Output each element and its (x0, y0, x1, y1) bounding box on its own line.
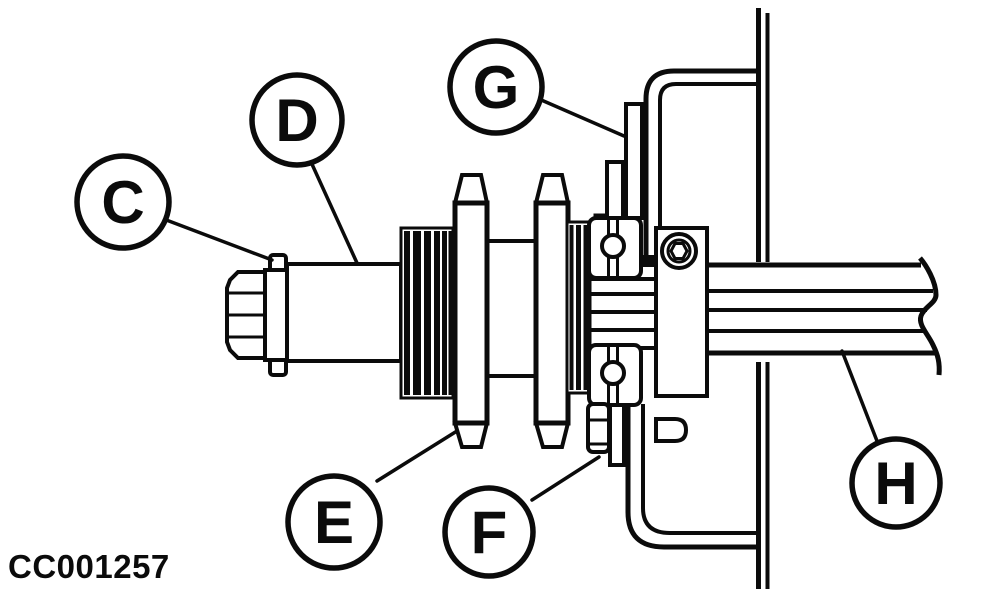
figure-code: CC001257 (8, 548, 170, 585)
callout-circle (285, 473, 383, 571)
hose-end-cap (642, 255, 657, 267)
pulley-ribs-front (399, 226, 455, 400)
callout-layer: C D E F G H (74, 38, 943, 579)
pulley-disc-front (452, 173, 490, 449)
shaft-break-symbol (917, 256, 942, 376)
callout-letter: D (275, 87, 318, 154)
pulley-ribs-rear (565, 220, 592, 395)
callout-letter: G (473, 54, 520, 121)
callout-circle (849, 436, 943, 530)
leader-line (159, 216, 274, 262)
callout-g: G (447, 38, 626, 138)
leader-line (309, 160, 359, 265)
spacer-sleeve (285, 262, 403, 363)
leader-line (530, 455, 601, 502)
leader-line (375, 429, 459, 483)
callout-e: E (285, 429, 459, 571)
bolt-washer (263, 253, 290, 377)
hub-flange (587, 216, 656, 407)
callout-circle (249, 72, 345, 168)
callout-letter: C (101, 169, 144, 236)
callout-c: C (74, 153, 274, 262)
callout-circle (74, 153, 172, 251)
leader-line (840, 349, 879, 443)
callout-letter: E (314, 489, 354, 556)
upper-hose (642, 68, 757, 267)
leader-line (537, 97, 626, 138)
hub-stud (654, 417, 689, 443)
callout-d: D (249, 72, 359, 265)
lower-hose (625, 404, 757, 550)
callout-f: F (442, 455, 601, 579)
bulkhead-wall (756, 8, 770, 589)
callout-circle (442, 485, 536, 579)
crankshaft-bolt (225, 270, 268, 360)
callout-circle (447, 38, 545, 136)
flange-bolt-hole-upper (600, 233, 626, 259)
shaft-hub (654, 226, 709, 398)
callout-letter: F (471, 499, 508, 566)
callout-h: H (840, 349, 943, 530)
driveshaft (707, 256, 942, 376)
flange-bolt-hole-lower (600, 360, 626, 386)
pulley-disc-rear (533, 173, 571, 449)
bracket-plate-g (624, 102, 644, 220)
callout-letter: H (874, 450, 917, 517)
flange-nut (586, 402, 611, 454)
pulley-spacer (487, 239, 537, 378)
